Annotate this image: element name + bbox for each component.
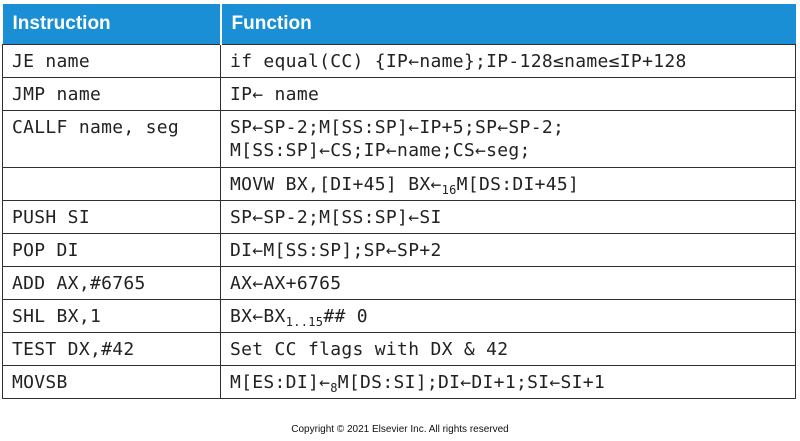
table-row: POP DI DI←M[SS:SP];SP←SP+2 bbox=[2, 233, 796, 267]
instruction-cell: PUSH SI bbox=[2, 200, 221, 234]
copyright-notice: Copyright © 2021 Elsevier Inc. All right… bbox=[291, 424, 509, 435]
instruction-cell: MOVSB bbox=[2, 365, 221, 399]
header-function: Function bbox=[220, 4, 796, 45]
header-instruction: Instruction bbox=[2, 4, 222, 45]
instruction-cell: SHL BX,1 bbox=[2, 299, 221, 333]
function-text: M[DS:DI+45] bbox=[456, 173, 580, 195]
table-row: ADD AX,#6765 AX←AX+6765 bbox=[2, 266, 796, 300]
function-text: M[ES:DI]← bbox=[230, 371, 331, 393]
instruction-text: CALLF name, seg bbox=[12, 117, 180, 138]
instruction-cell: CALLF name, seg bbox=[2, 110, 221, 168]
instruction-cell: JMP name bbox=[2, 77, 221, 111]
table-row: PUSH SI SP←SP-2;M[SS:SP]←SI bbox=[2, 200, 796, 234]
function-text: BX←BX bbox=[230, 305, 286, 327]
table-header-row: Instruction Function bbox=[2, 4, 796, 45]
instruction-cell: POP DI bbox=[2, 233, 221, 267]
function-cell: MOVW BX,[DI+45] BX←16M[DS:DI+45] bbox=[220, 167, 796, 201]
instruction-table: Instruction Function JE name if equal(CC… bbox=[2, 4, 796, 399]
function-cell: BX←BX1..15## 0 bbox=[220, 299, 796, 333]
function-line: M[SS:SP]←CS;IP←name;CS←seg; bbox=[230, 140, 531, 161]
table-row: JMP name IP← name bbox=[2, 77, 796, 111]
table-row: MOVW BX,[DI+45] BX←16M[DS:DI+45] bbox=[2, 167, 796, 201]
function-subscript: 16 bbox=[441, 182, 457, 197]
instruction-cell: JE name bbox=[2, 44, 221, 78]
table-row: JE name if equal(CC) {IP←name};IP-128≤na… bbox=[2, 44, 796, 78]
function-text: M[DS:SI];DI←DI+1;SI←SI+1 bbox=[337, 371, 606, 393]
table-row: SHL BX,1 BX←BX1..15## 0 bbox=[2, 299, 796, 333]
function-subscript: 1..15 bbox=[285, 314, 324, 329]
table-row: MOVSB M[ES:DI]←8M[DS:SI];DI←DI+1;SI←SI+1 bbox=[2, 365, 796, 399]
function-cell: M[ES:DI]←8M[DS:SI];DI←DI+1;SI←SI+1 bbox=[220, 365, 796, 399]
instruction-cell: ADD AX,#6765 bbox=[2, 266, 221, 300]
table-row: TEST DX,#42 Set CC flags with DX & 42 bbox=[2, 332, 796, 366]
instruction-cell: TEST DX,#42 bbox=[2, 332, 221, 366]
function-cell: if equal(CC) {IP←name};IP-128≤name≤IP+12… bbox=[220, 44, 796, 78]
table-row: CALLF name, seg SP←SP-2;M[SS:SP]←IP+5;SP… bbox=[2, 110, 796, 168]
function-cell: Set CC flags with DX & 42 bbox=[220, 332, 796, 366]
instruction-cell bbox=[2, 167, 221, 201]
function-line: SP←SP-2;M[SS:SP]←IP+5;SP←SP-2; bbox=[230, 117, 565, 138]
function-subscript: 8 bbox=[330, 380, 338, 395]
function-cell: SP←SP-2;M[SS:SP]←IP+5;SP←SP-2;M[SS:SP]←C… bbox=[220, 110, 796, 168]
function-cell: SP←SP-2;M[SS:SP]←SI bbox=[220, 200, 796, 234]
function-cell: AX←AX+6765 bbox=[220, 266, 796, 300]
function-cell: IP← name bbox=[220, 77, 796, 111]
function-text: MOVW BX,[DI+45] BX← bbox=[230, 173, 442, 195]
function-cell: DI←M[SS:SP];SP←SP+2 bbox=[220, 233, 796, 267]
function-text: ## 0 bbox=[323, 305, 368, 327]
